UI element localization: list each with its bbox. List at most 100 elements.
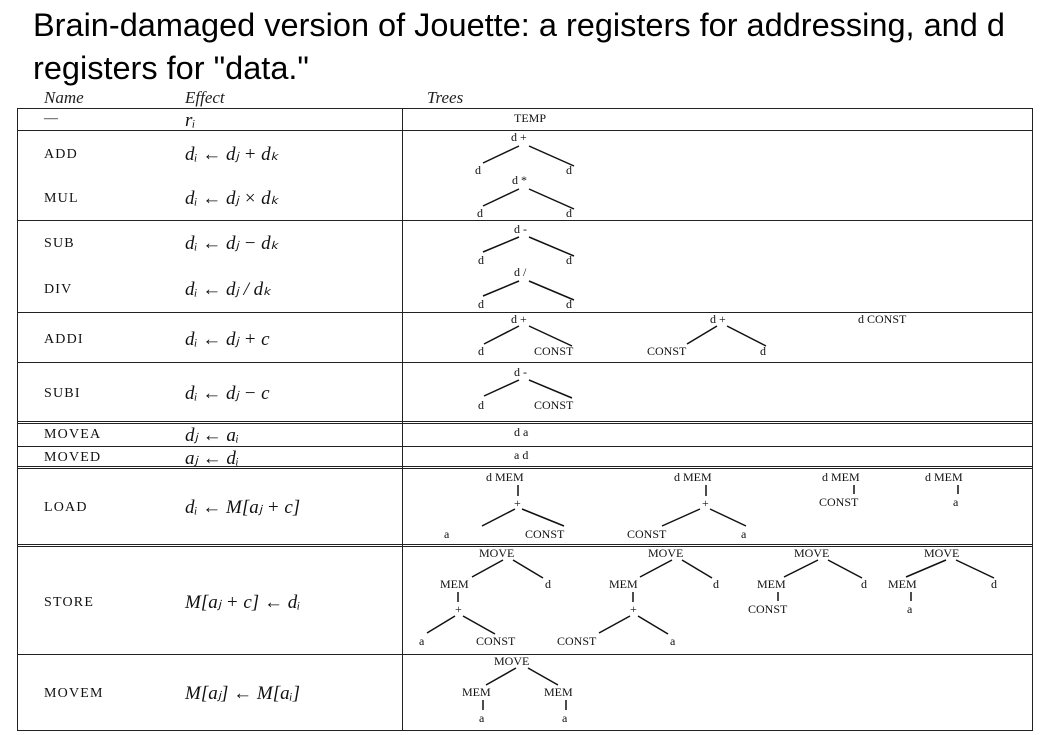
tree-node: d [477, 206, 483, 220]
row-effect-addi: dᵢ ← dⱼ + c [185, 329, 270, 350]
row-name-mul: MUL [44, 191, 79, 206]
row-divider [17, 544, 1033, 547]
tree-node: CONST [557, 634, 597, 648]
tree-node: a [741, 527, 747, 541]
row-effect-movea: dⱼ ← aᵢ [185, 425, 239, 446]
tree-node: MEM [609, 577, 638, 591]
tree-node: d [566, 253, 572, 267]
row-effect-moved: aⱼ ← dᵢ [185, 448, 239, 469]
tree-edge [482, 145, 520, 164]
tree-edge [426, 615, 456, 634]
tree-node: d [861, 577, 867, 591]
tree-node: d [566, 297, 572, 311]
tree-edge [681, 559, 713, 579]
tree-node: d + [511, 130, 527, 144]
row-effect-add: dᵢ ← dⱼ + dₖ [185, 144, 279, 165]
tree-node: a [907, 602, 913, 616]
row-name-load: LOAD [44, 500, 88, 515]
row-name-movem: MOVEM [44, 686, 104, 701]
row-divider [17, 466, 1033, 469]
tree-node: d MEM [925, 470, 963, 484]
tree-node: a [419, 634, 425, 648]
tree-node: MOVE [794, 546, 829, 560]
row-name-movea: MOVEA [44, 427, 102, 442]
row-name-sub: SUB [44, 236, 75, 251]
tree-node: a [670, 634, 676, 648]
tree-node: a [562, 711, 568, 725]
tree-edge [709, 508, 747, 527]
row-divider [17, 654, 1033, 655]
tree-node: MEM [888, 577, 917, 591]
tree-node: d [545, 577, 551, 591]
row-effect-div: dᵢ ← dⱼ / dₖ [185, 279, 272, 300]
tree-node: MEM [544, 685, 573, 699]
tree-edge [639, 559, 673, 578]
tree-node: d MEM [486, 470, 524, 484]
tree-node: CONST [748, 602, 788, 616]
tree-edge [661, 508, 701, 527]
row-effect-temp: rᵢ [185, 110, 196, 131]
tree-node: + [455, 602, 462, 616]
tree-node: d [566, 206, 572, 220]
tree-node: d [478, 253, 484, 267]
tree-node: CONST [627, 527, 667, 541]
tree-node: d - [514, 365, 527, 379]
row-name-div: DIV [44, 282, 73, 297]
header-effect: Effect [185, 88, 225, 107]
row-name-subi: SUBI [44, 386, 81, 401]
tree-node: MOVE [494, 654, 529, 668]
tree-edge [686, 325, 718, 345]
row-effect-store: M[aⱼ + c] ← dᵢ [185, 592, 301, 613]
tree-edge [726, 325, 767, 347]
tree-node: + [630, 602, 637, 616]
tree-edge [955, 559, 995, 579]
tree-edge [905, 559, 947, 578]
row-name-addi: ADDI [44, 332, 84, 347]
row-divider [17, 446, 1033, 447]
tree-node: d * [512, 173, 527, 187]
tree-edge [528, 188, 575, 210]
row-name-moved: MOVED [44, 450, 102, 465]
tree-edge [598, 615, 631, 634]
tree-edge [483, 325, 520, 345]
tree-node: MOVE [924, 546, 959, 560]
tree-edge [481, 508, 516, 527]
header-trees: Trees [427, 88, 464, 107]
tree-node: d / [514, 265, 527, 279]
tree-edge [521, 508, 565, 527]
tree-node: a [444, 527, 450, 541]
row-name-add: ADD [44, 147, 78, 162]
row-effect-mul: dᵢ ← dⱼ × dₖ [185, 188, 279, 209]
tree-node: CONST [534, 344, 574, 358]
tree-edge [528, 379, 573, 399]
tree-node: d [760, 344, 766, 358]
tree-edge [827, 559, 863, 579]
tree-node: d CONST [858, 312, 907, 326]
tree-node: d [991, 577, 997, 591]
column-divider [402, 108, 403, 731]
tree-node: d [478, 297, 484, 311]
tree-node: CONST [819, 495, 859, 509]
tree-node: TEMP [514, 111, 546, 125]
header-name: Name [44, 88, 84, 107]
tree-node: d [478, 344, 484, 358]
row-divider [17, 421, 1033, 424]
row-divider [17, 312, 1033, 313]
row-effect-load: dᵢ ← M[aⱼ + c] [185, 497, 301, 518]
tree-node: a [479, 711, 485, 725]
tree-node: d + [710, 312, 726, 326]
tree-node: a d [514, 448, 528, 462]
tree-node: d - [514, 222, 527, 236]
tree-edge [637, 615, 669, 635]
tree-node: d [475, 163, 481, 177]
tree-node: MEM [462, 685, 491, 699]
tree-edge [528, 280, 575, 301]
tree-edge [482, 188, 520, 207]
tree-node: d MEM [674, 470, 712, 484]
tree-edge [528, 145, 575, 167]
tree-node: d [478, 398, 484, 412]
tree-node: CONST [534, 398, 574, 412]
tree-edge [483, 379, 520, 397]
tree-edge [471, 559, 504, 578]
tree-patterns: TEMP d + d d d * d d d - d d d / d d d +… [419, 111, 997, 725]
